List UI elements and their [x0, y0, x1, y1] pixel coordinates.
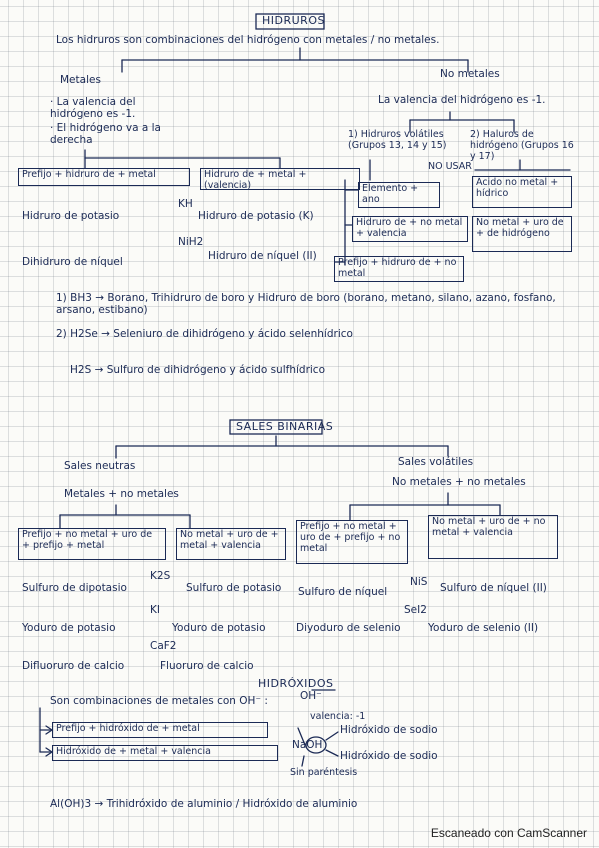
- name-k2s-b: Sulfuro de potasio: [186, 582, 282, 594]
- hidroxidos-oh: OH⁻: [300, 690, 322, 702]
- sales-title: SALES BINARIAS: [236, 420, 334, 433]
- volatiles-label: Sales volátiles: [398, 456, 474, 468]
- camscanner-watermark: Escaneado con CamScanner: [430, 826, 587, 840]
- formula-k2s: K2S: [150, 570, 171, 582]
- metales-box-valencia: Hidruro de + metal + (valencia): [200, 168, 360, 190]
- nometales-box-uro: No metal + uro de + de hidrógeno: [472, 216, 572, 252]
- nometales-label: No metales: [440, 68, 500, 80]
- name-naoh-2: Hidróxido de sodio: [340, 750, 438, 762]
- formula-naoh: NaOH: [292, 739, 323, 751]
- example-h2s: H2S → Sulfuro de dihidrógeno y ácido sul…: [70, 364, 325, 376]
- nometales-box-hidruro-valencia: Hidruro de + no metal + valencia: [352, 216, 468, 242]
- name-nis-b: Sulfuro de níquel (II): [440, 582, 547, 594]
- hidroxidos-box-prefijo: Prefijo + hidróxido de + metal: [52, 722, 268, 738]
- hidruros-title: HIDRUROS: [262, 14, 325, 27]
- nometales-note: La valencia del hidrógeno es -1.: [378, 94, 546, 106]
- metales-note-1: · La valencia del hidrógeno es -1.: [50, 96, 136, 121]
- nometales-box-prefijo: Prefijo + hidruro de + no metal: [334, 256, 464, 282]
- sin-parentesis: Sin paréntesis: [290, 767, 358, 778]
- nometales-box-elemento-ano: Elemento + ano: [358, 182, 440, 208]
- formula-nih2: NiH2: [178, 236, 204, 248]
- nometales-sub-volatiles: 1) Hidruros volátiles (Grupos 13, 14 y 1…: [348, 129, 447, 151]
- hidruros-intro: Los hidruros son combinaciones del hidró…: [56, 34, 440, 46]
- formula-caf2: CaF2: [150, 640, 177, 652]
- hidroxidos-intro: Son combinaciones de metales con OH⁻ :: [50, 695, 268, 707]
- formula-kh: KH: [178, 198, 193, 210]
- name-ki-a: Yoduro de potasio: [22, 622, 116, 634]
- name-naoh-1: Hidróxido de sodio: [340, 724, 438, 736]
- example-h2se: 2) H2Se → Seleniuro de dihidrógeno y áci…: [56, 328, 353, 340]
- hidroxidos-valencia: valencia: -1: [310, 711, 366, 722]
- nometales-sub-haluros: 2) Haluros de hidrógeno (Grupos 16 y 17): [470, 129, 574, 162]
- formula-sei2: SeI2: [404, 604, 427, 616]
- neutras-box-prefijo: Prefijo + no metal + uro de + prefijo + …: [18, 528, 166, 560]
- name-nis-a: Sulfuro de níquel: [298, 586, 388, 598]
- name-kh-b: Hidruro de potasio (K): [198, 210, 314, 222]
- volatiles-note: No metales + no metales: [392, 476, 526, 488]
- neutras-note: Metales + no metales: [64, 488, 179, 500]
- metales-box-prefijo: Prefijo + hidruro de + metal: [18, 168, 190, 186]
- example-bh3: 1) BH3 → Borano, Trihidruro de boro y Hi…: [56, 292, 556, 317]
- name-nih2-a: Dihidruro de níquel: [22, 256, 123, 268]
- name-caf2-a: Difluoruro de calcio: [22, 660, 125, 672]
- name-sei2-a: Diyoduro de selenio: [296, 622, 401, 634]
- metales-note-2: · El hidrógeno va a la derecha: [50, 122, 161, 147]
- name-caf2-b: Fluoruro de calcio: [160, 660, 254, 672]
- name-kh-a: Hidruro de potasio: [22, 210, 120, 222]
- nometales-box-acido: Ácido no metal + hídrico: [472, 176, 572, 208]
- example-aloh3: Al(OH)3 → Trihidróxido de aluminio / Hid…: [50, 798, 358, 810]
- name-sei2-b: Yoduro de selenio (II): [428, 622, 539, 634]
- volatiles-box-prefijo: Prefijo + no metal + uro de + prefijo + …: [296, 520, 408, 564]
- nousar-label: NO USAR: [428, 161, 472, 172]
- metales-label: Metales: [60, 74, 101, 86]
- formula-ki: KI: [150, 604, 160, 616]
- name-nih2-b: Hidruro de níquel (II): [208, 250, 317, 262]
- name-ki-b: Yoduro de potasio: [172, 622, 266, 634]
- hidroxidos-box-valencia: Hidróxido de + metal + valencia: [52, 745, 278, 761]
- volatiles-box-valencia: No metal + uro de + no metal + valencia: [428, 515, 558, 559]
- formula-nis: NiS: [410, 576, 428, 588]
- neutras-label: Sales neutras: [64, 460, 136, 472]
- hidroxidos-title: HIDRÓXIDOS: [258, 677, 334, 690]
- name-k2s-a: Sulfuro de dipotasio: [22, 582, 127, 594]
- neutras-box-valencia: No metal + uro de + metal + valencia: [176, 528, 286, 560]
